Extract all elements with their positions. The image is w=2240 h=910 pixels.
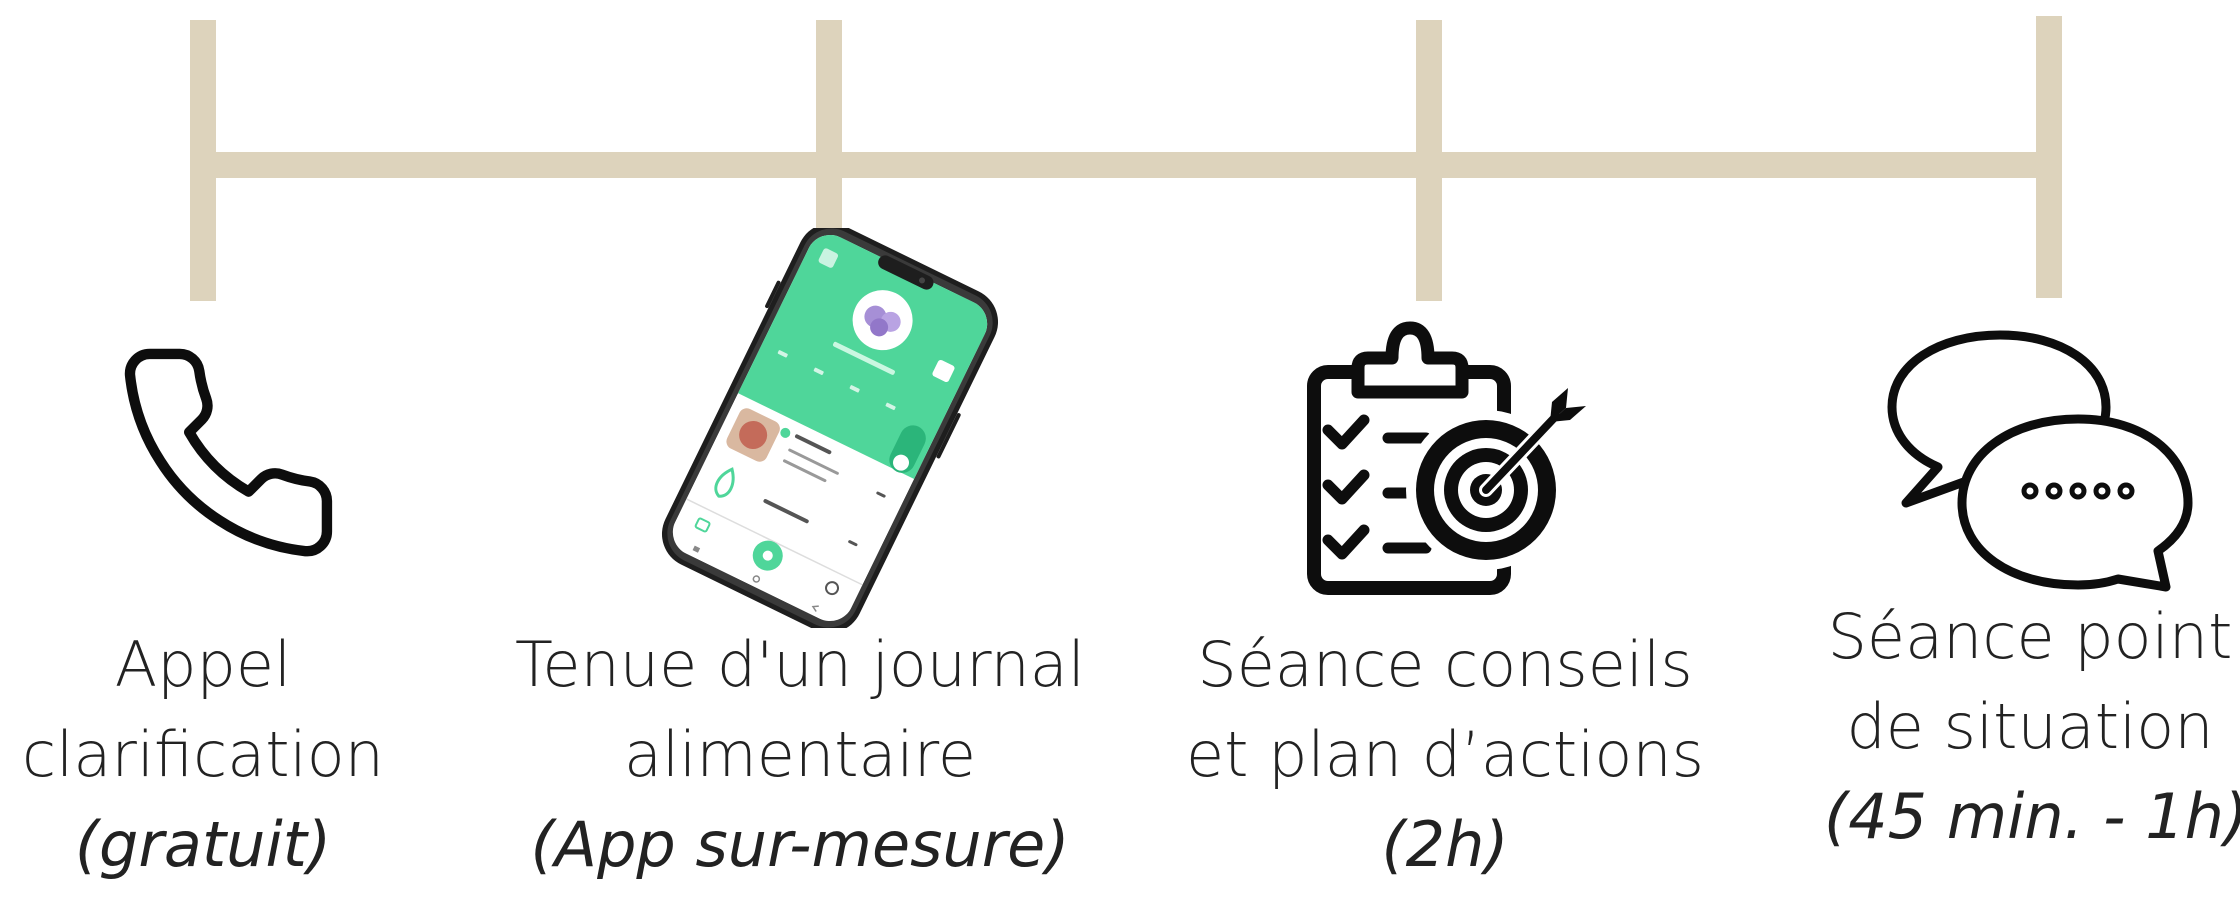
step-1-title-line1: Appel: [114, 628, 292, 701]
timeline-tick-1: [190, 20, 216, 301]
step-3-title-line2: et plan d’actions: [1186, 718, 1704, 791]
step-3-label: Séance conseils et plan d’actions (2h): [1170, 620, 1720, 890]
step-1-title-line2: clarification: [22, 718, 384, 791]
step-1-label: Appel clarification (gratuit): [0, 620, 406, 890]
step-3-note: (2h): [1381, 808, 1509, 881]
smartphone-app-icon: [661, 228, 999, 628]
step-2-title-line2: alimentaire: [623, 718, 977, 791]
step-4-title-line1: Séance point: [1827, 600, 2233, 673]
checklist-target-icon: [1307, 321, 1586, 595]
timeline-horizontal-line: [190, 152, 2052, 178]
step-2-label: Tenue d'un journal alimentaire (App sur-…: [500, 620, 1100, 890]
step-3-title-line1: Séance conseils: [1197, 628, 1693, 701]
step-2-note: (App sur-mesure): [530, 808, 1070, 881]
step-1-note: (gratuit): [74, 808, 332, 881]
step-4-title-line2: de situation: [1846, 690, 2214, 763]
phone-icon: [124, 348, 333, 557]
chat-bubbles-icon: [1887, 330, 2193, 592]
timeline-tick-4: [2036, 16, 2062, 298]
timeline-tick-3: [1416, 20, 1442, 301]
step-2-title-line1: Tenue d'un journal: [515, 628, 1085, 701]
step-4-label: Séance point de situation (45 min. - 1h): [1824, 592, 2240, 862]
step-4-note: (45 min. - 1h): [1824, 780, 2240, 853]
